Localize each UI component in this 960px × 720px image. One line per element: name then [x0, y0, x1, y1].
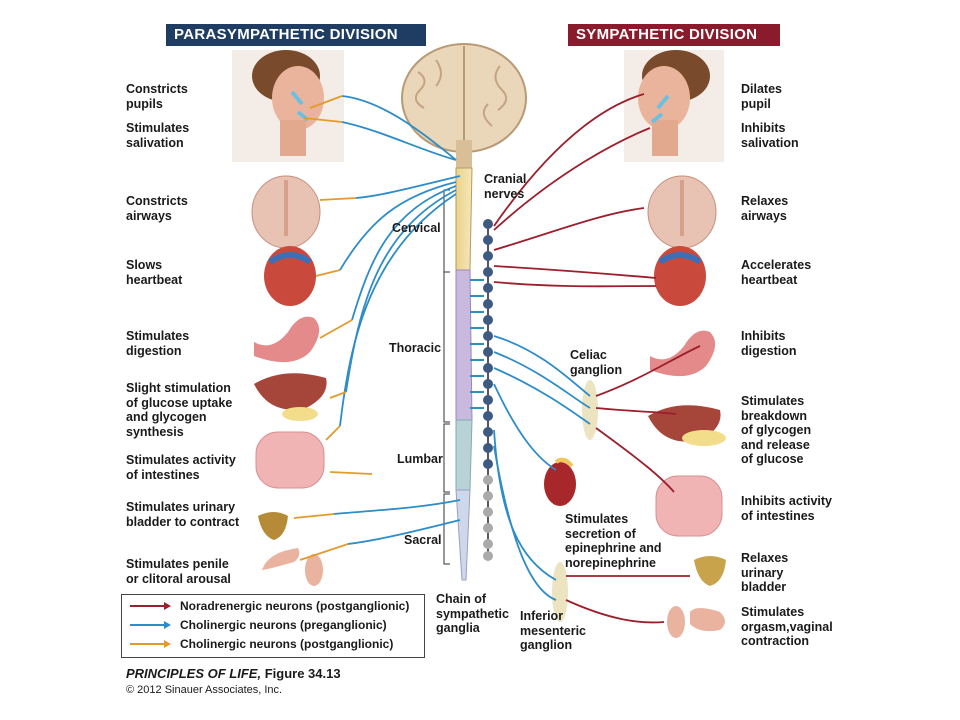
figure-caption: PRINCIPLES OF LIFE, Figure 34.13	[126, 666, 341, 681]
legend-item-cholinergic-post: Cholinergic neurons (postganglionic)	[128, 636, 393, 652]
label-adrenal-secretion: Stimulates secretion of epinephrine and …	[565, 512, 662, 570]
figure-number: Figure 34.13	[264, 666, 341, 681]
label-thoracic: Thoracic	[389, 341, 442, 355]
symp-effect-bladder: Relaxes urinary bladder	[741, 551, 789, 594]
arrow-blue-icon	[130, 621, 171, 629]
symp-effect-intestines: Inhibits activity of intestines	[741, 494, 832, 523]
face-right	[624, 50, 724, 162]
label-cranial-nerves: Cranial nerves	[484, 172, 527, 201]
para-effect-intestines: Stimulates activity of intestines	[126, 453, 236, 482]
para-effect-pupils: Constricts pupils	[126, 82, 188, 111]
legend-label: Cholinergic neurons (postganglionic)	[180, 637, 394, 651]
brain	[401, 43, 527, 170]
label-celiac-ganglion: Celiac ganglion	[570, 348, 623, 377]
parasympathetic-header: PARASYMPATHETIC DIVISION	[166, 24, 426, 46]
symp-effect-heartbeat: Accelerates heartbeat	[741, 258, 812, 287]
ganglia	[552, 380, 598, 622]
parasympathetic-nerves	[333, 95, 461, 545]
label-sacral: Sacral	[404, 533, 442, 547]
para-effect-airways: Constricts airways	[126, 194, 188, 223]
label-cervical: Cervical	[392, 221, 441, 235]
copyright: © 2012 Sinauer Associates, Inc.	[126, 684, 283, 696]
label-sympathetic-chain: Chain of sympathetic ganglia	[436, 592, 509, 635]
face-left	[232, 50, 344, 162]
para-effect-arousal: Stimulates penile or clitoral arousal	[126, 557, 231, 586]
sympathetic-nerves	[493, 93, 701, 624]
symp-effect-glycogen: Stimulates breakdown of glycogen and rel…	[741, 394, 812, 466]
label-inferior-mesenteric: Inferior mesenteric ganglion	[520, 609, 587, 652]
legend: Noradrenergic neurons (postganglionic) C…	[121, 594, 425, 658]
sympathetic-preganglionic	[493, 335, 591, 601]
symp-effect-pupil: Dilates pupil	[741, 82, 782, 111]
sympathetic-header: SYMPATHETIC DIVISION	[568, 24, 780, 46]
legend-item-noradrenergic: Noradrenergic neurons (postganglionic)	[128, 598, 409, 614]
para-effect-digestion: Stimulates digestion	[126, 329, 190, 358]
organs-left	[251, 175, 327, 586]
para-effect-bladder: Stimulates urinary bladder to contract	[126, 500, 240, 529]
book-title: PRINCIPLES OF LIFE,	[126, 666, 262, 681]
legend-label: Noradrenergic neurons (postganglionic)	[180, 599, 410, 613]
para-effect-salivation: Stimulates salivation	[126, 121, 190, 150]
arrow-orange-icon	[130, 640, 171, 648]
symp-effect-salivation: Inhibits salivation	[741, 121, 799, 150]
symp-effect-airways: Relaxes airways	[741, 194, 789, 223]
legend-label: Cholinergic neurons (preganglionic)	[180, 618, 387, 632]
legend-item-cholinergic-pre: Cholinergic neurons (preganglionic)	[128, 617, 387, 633]
para-effect-heartbeat: Slows heartbeat	[126, 258, 183, 287]
spinal-cord	[443, 167, 473, 581]
symp-effect-orgasm: Stimulates orgasm,vaginal contraction	[741, 605, 833, 648]
arrow-red-icon	[130, 602, 171, 610]
parasympathetic-postganglionic	[293, 95, 373, 561]
para-effect-glucose: Slight stimulation of glucose uptake and…	[126, 381, 233, 439]
label-lumbar: Lumbar	[397, 452, 443, 466]
symp-effect-digestion: Inhibits digestion	[741, 329, 797, 358]
sympathetic-chain	[470, 219, 493, 561]
